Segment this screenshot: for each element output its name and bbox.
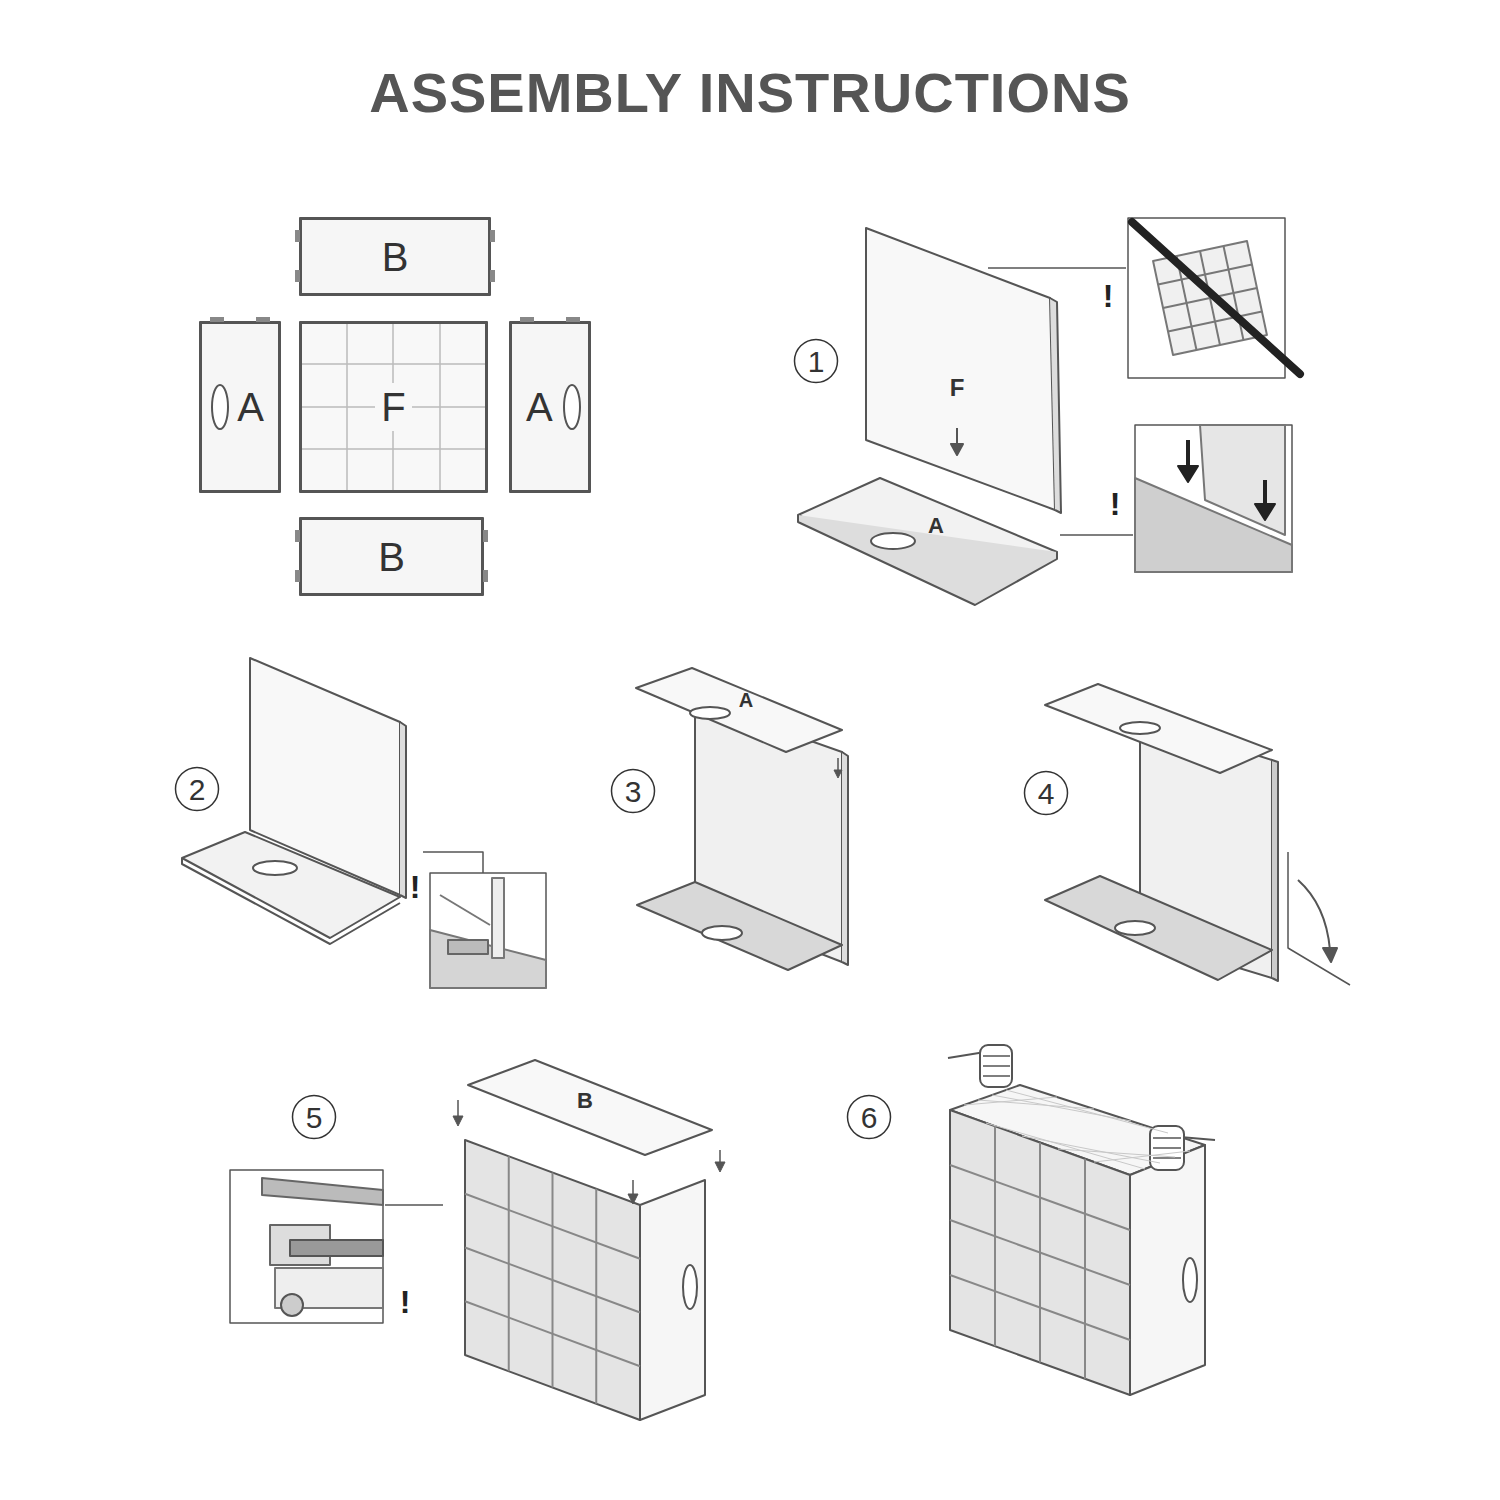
panel-b: B	[300, 518, 483, 595]
pattern-line	[986, 1123, 1145, 1169]
grid-line	[1084, 1159, 1086, 1379]
grid-line	[465, 1248, 640, 1313]
step-number: 3	[610, 768, 656, 814]
panel-a: A	[200, 322, 280, 492]
step-4-figure	[1045, 684, 1350, 985]
part-letter: F	[950, 375, 965, 401]
part-letter: B	[577, 1089, 593, 1113]
caution-mark: !	[1110, 487, 1121, 522]
step-circle-outline	[848, 1096, 891, 1139]
top-pattern	[964, 1090, 1190, 1169]
panel-a: A	[510, 322, 590, 492]
caution-mark: !	[1103, 279, 1114, 314]
pattern-line	[992, 1095, 1131, 1121]
callout-number: 1	[808, 345, 825, 378]
parts-layout	[200, 218, 590, 595]
callout-number: 4	[1038, 777, 1055, 810]
step-number: 5	[291, 1094, 337, 1140]
pattern-line	[1094, 1151, 1190, 1162]
step-2-figure	[182, 658, 546, 988]
grid-line	[950, 1220, 1130, 1285]
pattern-line	[978, 1100, 1094, 1109]
grid-line	[595, 1189, 597, 1404]
page-title: ASSEMBLY INSTRUCTIONS	[0, 62, 1500, 124]
step-circle-outline	[795, 340, 838, 383]
callout-number: 5	[306, 1101, 323, 1134]
callout-number: 6	[861, 1101, 878, 1134]
part-letter: A	[928, 514, 944, 538]
part-letter: B	[378, 535, 405, 579]
step-5-figure	[230, 1060, 725, 1420]
part-letter: A	[526, 385, 553, 429]
grid-line	[950, 1275, 1130, 1340]
step-1-figure	[798, 218, 1300, 605]
panel-grid	[950, 1126, 1130, 1379]
panel-b: B	[300, 218, 490, 295]
caution-mark: !	[400, 1285, 411, 1320]
step-circle-outline	[293, 1096, 336, 1139]
pattern-line	[1022, 1136, 1160, 1163]
step-number: 6	[846, 1094, 892, 1140]
pattern-line	[1058, 1149, 1175, 1157]
step-circle-outline	[1025, 772, 1068, 815]
part-letter: A	[739, 689, 753, 711]
step-number: 4	[1023, 770, 1069, 816]
step-6-figure	[948, 1045, 1215, 1395]
step-number: 2	[174, 766, 220, 812]
callout-number: 3	[625, 775, 642, 808]
pattern-line	[1006, 1090, 1168, 1133]
step-3-figure	[636, 668, 848, 970]
caution-mark: !	[410, 870, 421, 905]
part-letter: F	[375, 383, 411, 431]
grid-line	[465, 1301, 640, 1366]
step-number: 1	[793, 338, 839, 384]
step-circle-outline	[176, 768, 219, 811]
panel-f: F	[300, 322, 487, 492]
part-letter: B	[382, 235, 409, 279]
panel-grid	[465, 1156, 640, 1404]
step-circle-outline	[612, 770, 655, 813]
part-letter: A	[237, 385, 264, 429]
callout-number: 2	[189, 773, 206, 806]
